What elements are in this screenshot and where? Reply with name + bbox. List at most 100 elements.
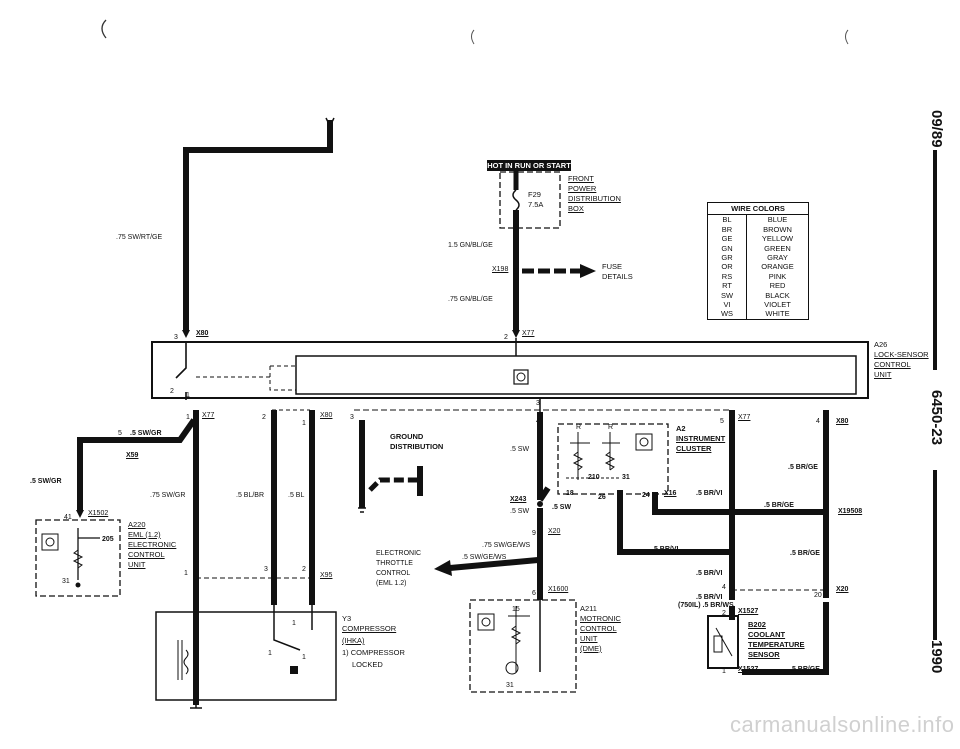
wire-label: .5 SW <box>510 508 530 515</box>
a26-diode-icon <box>513 369 529 385</box>
pin: 1 <box>186 414 190 421</box>
wire-br-vi-1 <box>617 490 732 555</box>
a220-node <box>75 582 81 588</box>
a211-diode-icon <box>477 613 495 631</box>
pin: 3 <box>174 334 178 341</box>
a220-label-2: EML (1.2) <box>128 530 161 539</box>
fuse-box-name-1: FRONT <box>568 174 594 183</box>
supply-wire-left <box>183 120 333 330</box>
connector-x77: X77 <box>522 330 535 337</box>
pin-marker <box>512 330 520 338</box>
wire-color-code: GR <box>708 253 747 263</box>
pin-marker <box>76 510 84 518</box>
pin: 3 <box>350 414 354 421</box>
wire-label: .75 SW/GR <box>150 492 186 499</box>
wire-label: .75 SW/RT/GE <box>116 234 163 241</box>
wire-color-name: RED <box>769 281 786 291</box>
pin: 1 <box>268 650 272 657</box>
pin: 205 <box>102 536 114 543</box>
pin: 3 <box>536 400 540 407</box>
pin: 24 <box>642 492 650 499</box>
y3-outline <box>155 611 337 701</box>
a2-label-1: A2 <box>676 424 686 433</box>
wire-label: .5 SW <box>510 446 530 453</box>
a220-internal <box>77 528 100 580</box>
fuse-box-name-2: POWER <box>568 184 597 193</box>
wire-color-code: RS <box>708 271 747 282</box>
a26-diode-circle <box>516 372 526 382</box>
scan-mark-1 <box>101 19 107 39</box>
wire-color-name: VIOLET <box>764 300 791 310</box>
fuse-symbol <box>512 189 520 211</box>
a26-label-2: LOCK-SENSOR <box>874 350 929 359</box>
a2-outline <box>557 423 669 495</box>
ground-terminal <box>358 507 366 513</box>
a26-label-1: A26 <box>874 340 888 349</box>
pin-marker <box>182 330 190 338</box>
wire-color-name: PINK <box>768 271 787 281</box>
connector-x1527: X1527 <box>738 666 759 673</box>
connector-x59: X59 <box>126 452 139 459</box>
x243-node <box>537 501 543 507</box>
y3-label-3: (IHKA) <box>342 636 365 645</box>
a2-resistor-1 <box>572 451 584 471</box>
a211-diode-circle <box>481 617 491 627</box>
wire-label: .75 SW/GE/WS <box>482 542 531 549</box>
a26-inner-dashes <box>269 365 296 391</box>
pin: 2 <box>302 566 306 573</box>
a220-label-5: UNIT <box>128 560 146 569</box>
a220-resistor <box>72 549 84 569</box>
fuse-amp: 7.5A <box>528 200 544 209</box>
pin: 5 <box>118 430 122 437</box>
a211-label-4: UNIT <box>580 634 598 643</box>
a211-resistor <box>510 625 522 645</box>
wire-color-code: GN <box>708 243 747 254</box>
y3-label-4: 1) COMPRESSOR <box>342 648 405 657</box>
fuse-detail-arrow <box>580 264 596 278</box>
a211-transistor <box>505 661 519 675</box>
wire-color-code: RT <box>708 281 747 291</box>
a220-label-1: A220 <box>128 520 146 529</box>
pin: 3 <box>264 566 268 573</box>
wire-color-name: BLUE <box>767 215 788 225</box>
wire-label: .5 BR/VI <box>696 490 723 497</box>
pin: 210 <box>588 474 600 481</box>
wire-color-code: WS <box>708 309 747 319</box>
wire-color-name: BLACK <box>765 290 790 300</box>
wire-colors-title: WIRE COLORS <box>708 203 808 216</box>
fuse-details-1: FUSE <box>602 262 623 271</box>
a2-internal <box>570 432 620 480</box>
wire-label: 1.5 GN/BL/GE <box>448 242 493 249</box>
wire-sw-a2 <box>537 412 551 502</box>
side-date: 09/89 <box>928 110 945 148</box>
wire-color-name: ORANGE <box>761 262 794 272</box>
pin: 4 <box>722 584 726 591</box>
side-year: 1990 <box>928 640 945 674</box>
wire-label: .5 BR/GE <box>764 502 794 509</box>
x198-node <box>513 268 519 274</box>
a211-label-2: MOTRONIC <box>580 614 621 623</box>
wire-color-name: GREEN <box>764 243 791 253</box>
mark-r: R <box>608 424 614 431</box>
mark-r: R <box>576 424 582 431</box>
pin: 31 <box>622 474 630 481</box>
a220-diode-circle <box>45 537 55 547</box>
a26-label-4: UNIT <box>874 370 892 379</box>
wire-color-row: RS PINK <box>708 271 808 282</box>
wire-label: .5 SW/GE/WS <box>462 554 507 561</box>
connector-x80: X80 <box>320 412 333 419</box>
b202-label-3: TEMPERATURE <box>748 640 805 649</box>
pin: 2 <box>262 414 266 421</box>
b202-label-4: SENSOR <box>748 650 780 659</box>
a26-switch <box>175 342 187 400</box>
